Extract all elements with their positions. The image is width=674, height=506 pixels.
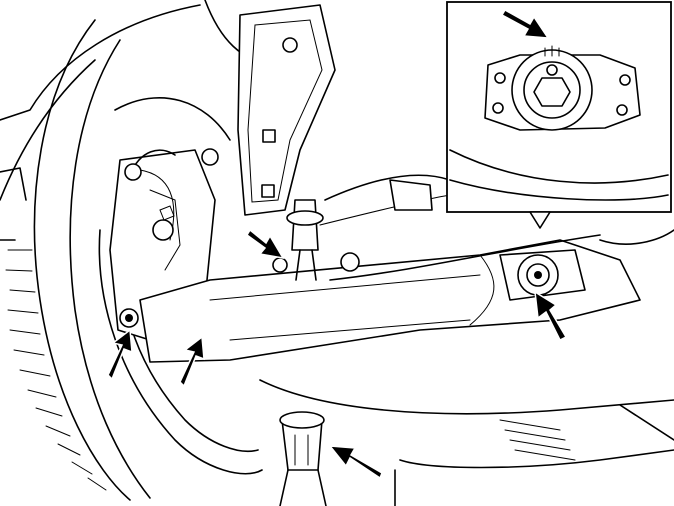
bracket-bolt-icon [282, 37, 298, 53]
tire-tread-icon [5, 249, 107, 491]
arrow-icon [179, 335, 205, 388]
arrow-icon [328, 445, 383, 480]
frame-bolt-icon [272, 257, 288, 273]
underbody [259, 229, 674, 506]
wheel-tire-icon [0, 19, 263, 501]
shock-absorber [286, 174, 451, 281]
shock-bracket [237, 4, 336, 216]
arrow-icon [107, 328, 133, 381]
nut-icon [201, 148, 219, 166]
arrow-icon [500, 8, 550, 39]
frame-nut-icon [340, 252, 360, 272]
callout-arrows [107, 8, 568, 480]
inset-nut-icon [533, 77, 571, 107]
jack-stand-icon [279, 411, 327, 506]
bleeder-nut-icon [124, 163, 142, 181]
arrow-icon [246, 228, 285, 260]
pivot-mount [499, 249, 586, 301]
inset-detail [446, 1, 672, 229]
arrow-icon [534, 290, 568, 342]
